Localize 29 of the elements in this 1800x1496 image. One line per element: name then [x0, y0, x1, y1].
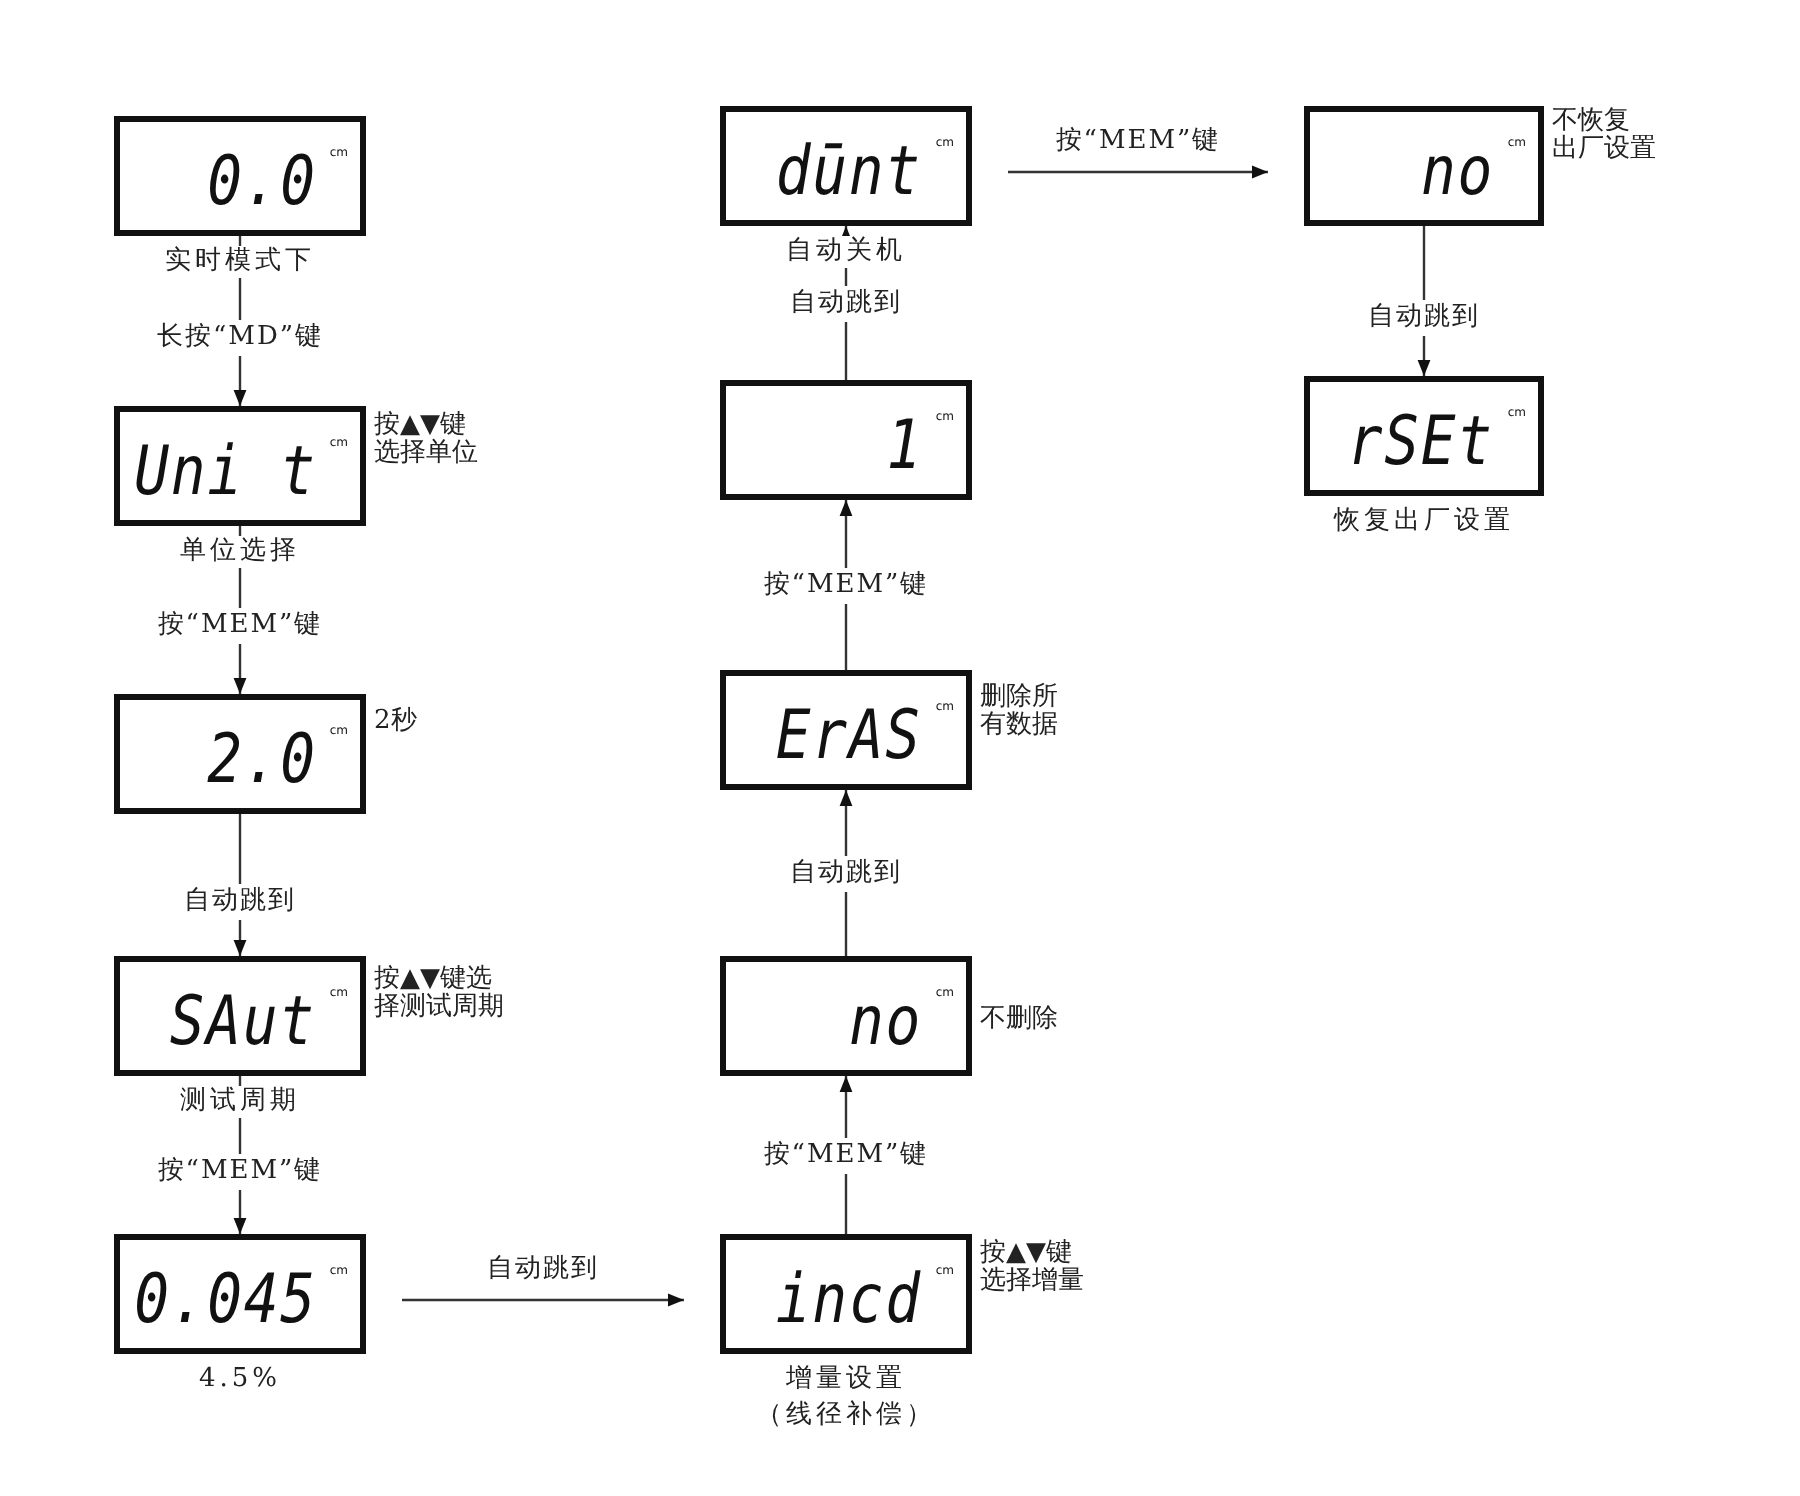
lcd-screen — [720, 380, 972, 500]
display-readout: 0.045 — [133, 1260, 316, 1340]
screen-caption: 恢复出厂设置 — [1334, 506, 1514, 538]
side-note: 按▲▼键选择测试周期 — [374, 966, 506, 1022]
arrow — [1008, 165, 1268, 179]
display-readout: 2.0 — [206, 720, 316, 800]
display-readout: 0.0 — [206, 142, 316, 222]
display-readout: no — [1421, 132, 1494, 212]
display-readout: Uni t — [133, 432, 316, 512]
side-note: 出厂设置 — [1552, 136, 1658, 164]
screen-caption: 自动关机 — [786, 236, 906, 268]
display-readout: rSEt — [1348, 402, 1494, 482]
side-note: 按▲▼键选择单位 — [374, 412, 480, 468]
side-note: 不删除 — [980, 1006, 1060, 1034]
display-readout: ErAS — [776, 696, 922, 776]
screen-caption: 增量设置 — [786, 1364, 906, 1396]
display-readout: no — [849, 982, 922, 1062]
side-note: 2秒 — [374, 708, 419, 736]
display-readout: 1 — [885, 406, 922, 486]
display-readout: dūnt — [776, 132, 922, 212]
screen-caption: 单位选择 — [180, 536, 300, 568]
screen-caption: 实时模式下 — [165, 246, 315, 278]
display-readout: incd — [776, 1260, 922, 1340]
display-readout: SAut — [170, 982, 316, 1062]
side-note: 删除所有数据 — [980, 684, 1060, 740]
side-note: 不恢复 — [1552, 108, 1630, 136]
screen-caption: 测试周期 — [180, 1086, 300, 1118]
side-note: 按▲▼键选择增量 — [980, 1240, 1086, 1296]
arrow — [402, 1293, 684, 1307]
